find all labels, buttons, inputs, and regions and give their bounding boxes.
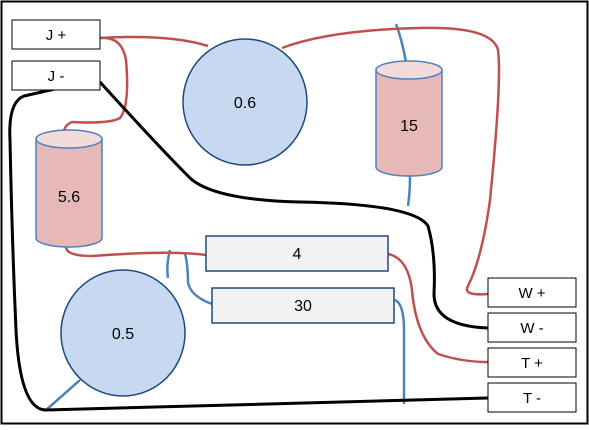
resistor-4: 4 <box>205 235 389 272</box>
terminal-t-plus-label: T + <box>521 355 543 372</box>
wire-jminus-to-t-minus <box>8 76 489 412</box>
terminal-w-minus: W - <box>487 312 577 343</box>
wire-jminus-to-w-minus <box>98 80 489 330</box>
resistor-box <box>211 287 395 324</box>
wire-node-to-30 <box>183 252 213 306</box>
terminal-w-plus: W + <box>487 277 577 308</box>
wire-jplus-to-56 <box>62 36 129 139</box>
resistor-30: 30 <box>211 287 395 324</box>
terminal-w-minus-label: W - <box>520 320 543 337</box>
terminal-t-plus: T + <box>487 347 577 378</box>
cylinder-body <box>375 69 443 177</box>
terminal-box <box>487 347 577 378</box>
wire-jplus-to-06 <box>99 35 209 48</box>
cylinder-15: 15 <box>375 60 443 177</box>
black-wires <box>8 76 489 412</box>
wire-56-to-4 <box>64 244 207 258</box>
capacitor-0-6-label: 0.6 <box>234 95 256 112</box>
wire-4-to-t-plus <box>387 252 489 364</box>
terminal-w-plus-label: W + <box>518 285 545 302</box>
cylinder-top <box>375 60 443 80</box>
wire-05-to-bottom-rail <box>45 379 81 411</box>
terminal-box <box>11 60 101 91</box>
capacitor-0-5: 0.5 <box>60 269 186 397</box>
wire-15-bottom-to-black <box>406 175 412 207</box>
capacitor-0-6: 0.6 <box>182 38 308 166</box>
cylinder-15-label: 15 <box>400 118 418 135</box>
capacitor-0-5-label: 0.5 <box>112 326 134 343</box>
resistor-4-label: 4 <box>293 246 302 263</box>
red-wires <box>62 26 501 364</box>
blue-wires <box>45 23 412 411</box>
terminal-j-plus-label: J + <box>46 27 67 44</box>
terminal-t-minus: T - <box>487 382 577 413</box>
cylinder-top <box>35 129 103 149</box>
terminal-box <box>487 312 577 343</box>
cylinder-5-6-label: 5.6 <box>58 189 80 206</box>
cylinder-5-6: 5.6 <box>35 129 103 248</box>
capacitor-body <box>182 38 308 166</box>
terminal-t-minus-label: T - <box>523 390 541 407</box>
terminal-j-minus: J - <box>11 60 101 91</box>
wire-30-to-t-minus <box>394 298 406 404</box>
terminal-j-minus-label: J - <box>48 68 65 85</box>
resistor-30-label: 30 <box>294 298 312 315</box>
terminal-j-plus: J + <box>11 19 101 50</box>
terminal-box <box>487 382 577 413</box>
terminal-box <box>487 277 577 308</box>
wire-06-to-w-plus <box>281 26 501 296</box>
capacitor-body <box>60 269 186 397</box>
terminal-box <box>11 19 101 50</box>
resistor-box <box>205 235 389 272</box>
cylinder-body <box>35 138 103 248</box>
wire-15-top-to-frame <box>394 23 408 63</box>
